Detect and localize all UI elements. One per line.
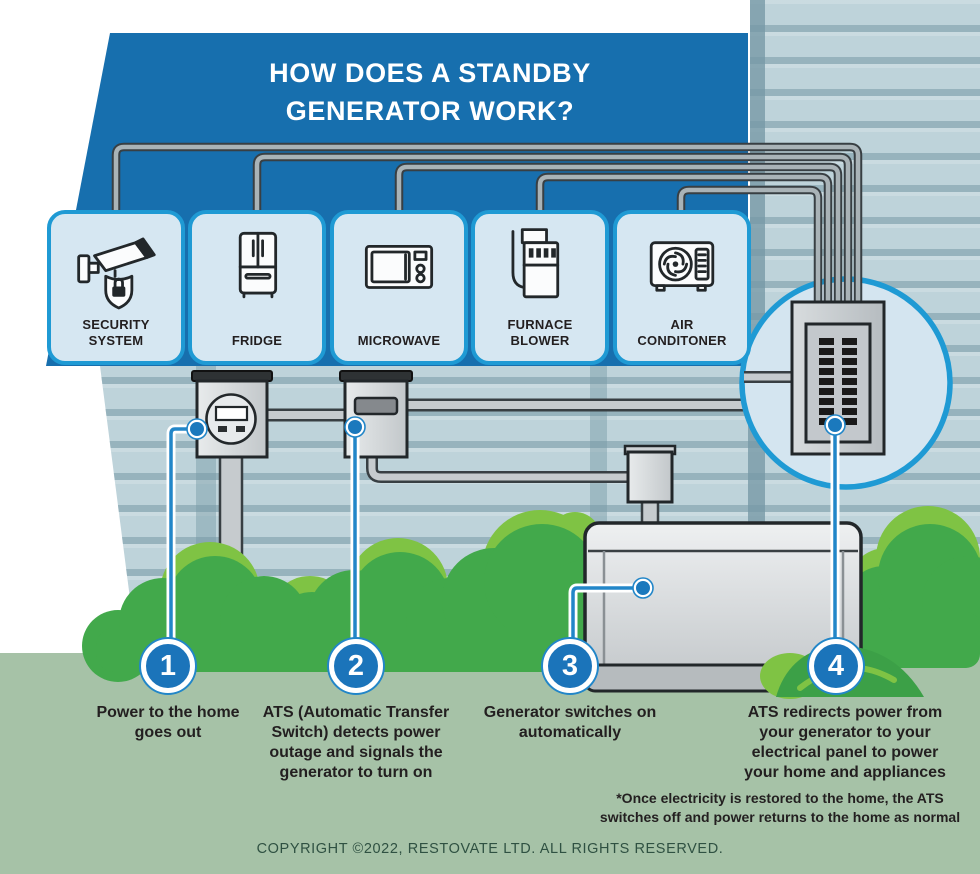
- step-marker-2: 2: [329, 639, 383, 693]
- security-camera-icon: [51, 218, 181, 314]
- appliance-wires: [111, 142, 863, 306]
- fridge-icon: [192, 218, 322, 314]
- step-number: 3: [561, 649, 579, 682]
- copyright-notice: COPYRIGHT ©2022, RESTOVATE LTD. ALL RIGH…: [256, 841, 724, 857]
- bushes: [82, 506, 980, 682]
- appliance-card-furnace-blower: FURNACE BLOWER: [471, 210, 609, 365]
- step-caption-3: Generator switches on automatically: [483, 704, 657, 741]
- electrical-panel: [744, 300, 886, 456]
- step-number: 1: [159, 649, 177, 682]
- generator-connection-box: [623, 444, 677, 504]
- page-title: HOW DOES A STANDBY GENERATOR WORK?: [269, 58, 591, 126]
- appliance-card-microwave: MICROWAVE: [330, 210, 468, 365]
- step-caption-1: Power to the home goes out: [96, 704, 240, 741]
- step-number: 2: [347, 649, 365, 682]
- appliance-label: AIR CONDITONER: [637, 317, 727, 348]
- footnote: *Once electricity is restored to the hom…: [599, 790, 961, 825]
- step-caption-4: ATS redirects power from your generator …: [744, 704, 946, 781]
- appliance-card-security-system: SECURITY SYSTEM: [47, 210, 185, 365]
- step-marker-3: 3: [543, 639, 597, 693]
- step-caption-2: ATS (Automatic Transfer Switch) detects …: [262, 704, 450, 781]
- appliance-label: SECURITY SYSTEM: [82, 317, 150, 348]
- appliance-card-air-conditioner: AIR CONDITONER: [613, 210, 751, 365]
- furnace-icon: [475, 218, 605, 314]
- air-conditioner-icon: [617, 218, 747, 314]
- step-number: 4: [827, 649, 845, 682]
- appliance-label: FURNACE BLOWER: [507, 317, 573, 348]
- step-marker-4: 4: [809, 639, 863, 693]
- appliance-card-fridge: FRIDGE: [188, 210, 326, 365]
- breaker-switches: [819, 338, 857, 425]
- appliance-label: MICROWAVE: [357, 333, 441, 348]
- step-marker-1: 1: [141, 639, 195, 693]
- leader-dots: [186, 414, 846, 599]
- step-leader-lines: [166, 420, 840, 651]
- electric-meter: [191, 370, 273, 459]
- microwave-icon: [334, 218, 464, 314]
- appliance-label: FRIDGE: [231, 333, 283, 348]
